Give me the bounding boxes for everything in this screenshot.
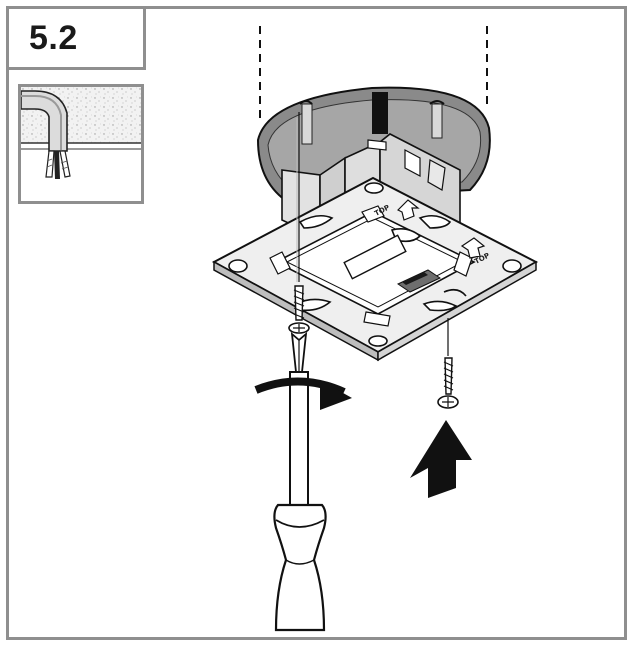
screw-icon-right	[437, 318, 459, 409]
wall-cable-inset	[18, 84, 144, 204]
mounting-plate: TOP TOP	[211, 176, 539, 362]
instruction-frame	[6, 6, 627, 640]
step-number-box: 5.2	[6, 6, 146, 70]
step-number: 5.2	[29, 18, 78, 57]
screwdriver-icon	[273, 331, 327, 632]
rotate-arrow-icon	[254, 377, 352, 410]
guide-lines	[259, 26, 488, 120]
wall-cable-inset-icon	[21, 87, 141, 179]
up-arrow-icon	[406, 416, 476, 502]
screw-icon	[288, 112, 310, 334]
